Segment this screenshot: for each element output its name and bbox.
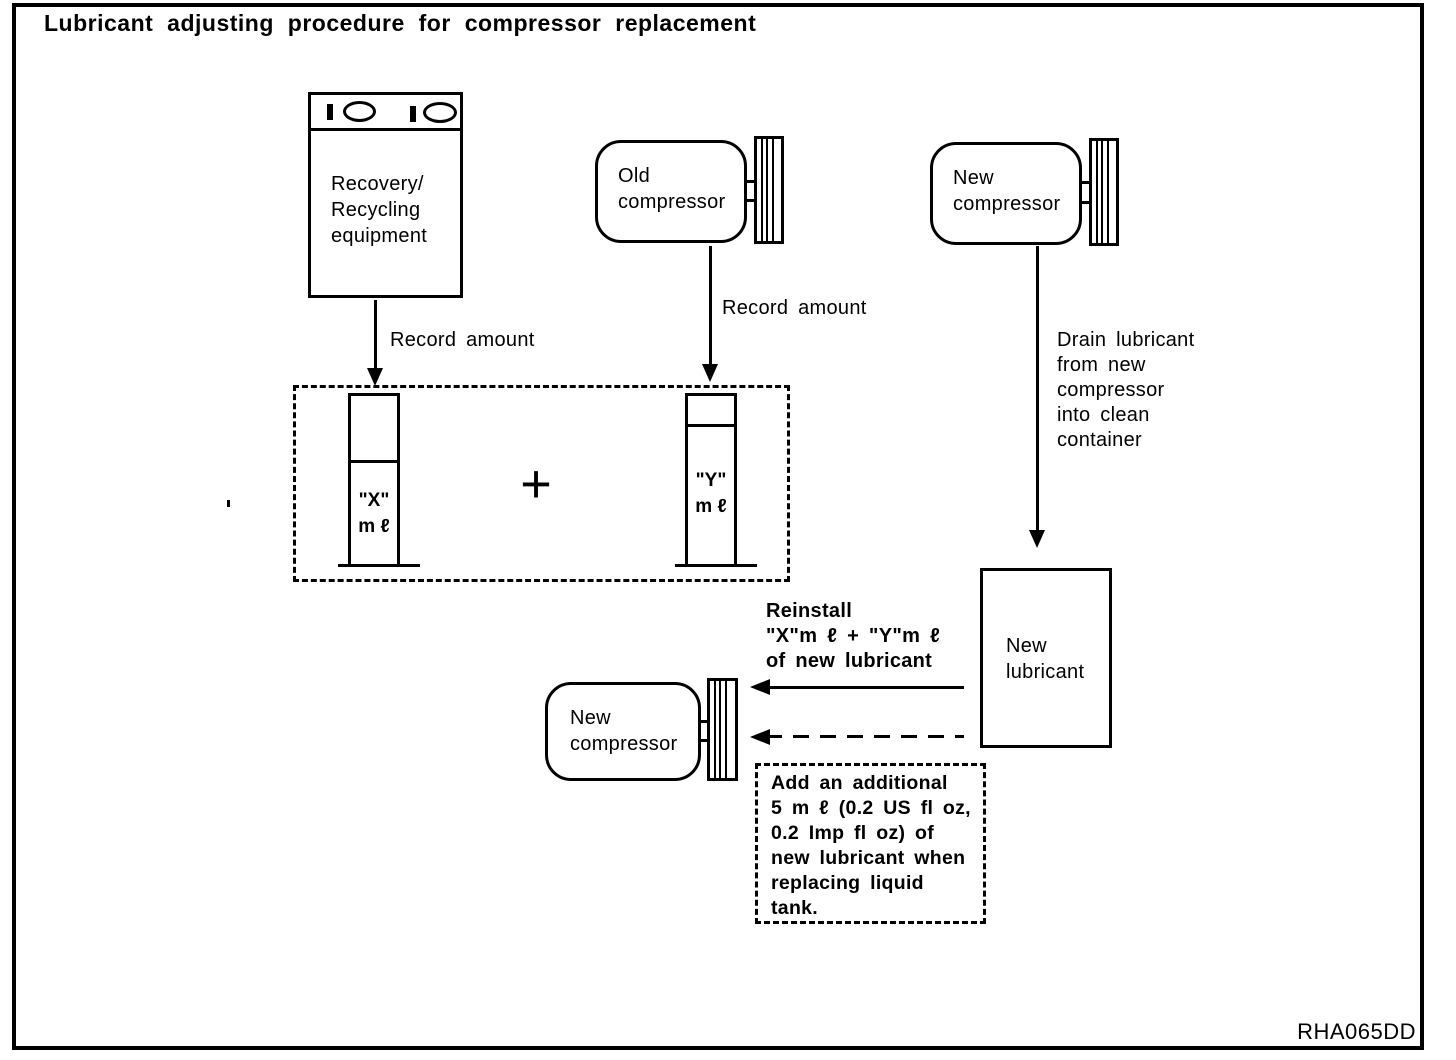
record-arrow-left-head bbox=[367, 368, 383, 386]
recovery-equipment-box: Recovery/ Recycling equipment bbox=[308, 92, 463, 298]
drain-label: Drain lubricant from new compressor into… bbox=[1057, 329, 1195, 451]
pulley-rib bbox=[1101, 141, 1103, 243]
drain-arrow-head bbox=[1029, 530, 1045, 548]
additional-arrow-line bbox=[766, 735, 964, 738]
pulley-rib bbox=[719, 681, 721, 778]
cylinder-y: "Y" m ℓ bbox=[685, 393, 737, 565]
indicator-icon bbox=[327, 104, 333, 120]
old-compressor-box: Old compressor bbox=[595, 140, 747, 243]
new-compressor-bottom-label: New compressor bbox=[570, 707, 678, 755]
pulley-rib bbox=[1096, 141, 1098, 243]
cylinder-y-label: "Y" m ℓ bbox=[695, 470, 727, 517]
additional-note-box: Add an additional 5 m ℓ (0.2 US fl oz, 0… bbox=[755, 763, 986, 924]
pulley-rib bbox=[1107, 141, 1109, 243]
new-compressor-top-label: New compressor bbox=[953, 167, 1061, 215]
pulley-rib bbox=[761, 139, 763, 241]
pulley-icon bbox=[707, 678, 738, 781]
gauge-icon bbox=[343, 101, 376, 122]
scan-speck bbox=[227, 500, 230, 507]
cylinder-x-label: "X" m ℓ bbox=[358, 490, 390, 537]
page-border bbox=[12, 3, 1424, 1050]
page-title: Lubricant adjusting procedure for compre… bbox=[44, 10, 757, 36]
pulley-rib bbox=[772, 139, 774, 241]
record-amount-left-label: Record amount bbox=[390, 329, 535, 351]
gauge-panel bbox=[308, 92, 463, 131]
record-arrow-left-line bbox=[374, 300, 377, 370]
gauge-icon bbox=[423, 102, 457, 123]
reinstall-arrow-head bbox=[750, 679, 770, 695]
connector-line bbox=[745, 199, 756, 202]
old-compressor-label: Old compressor bbox=[618, 165, 726, 213]
additional-note-label: Add an additional 5 m ℓ (0.2 US fl oz, 0… bbox=[771, 772, 971, 919]
connector-line bbox=[1080, 181, 1091, 184]
reinstall-arrow-line bbox=[764, 686, 964, 689]
new-lubricant-box: New lubricant bbox=[980, 568, 1112, 748]
new-lubricant-label: New lubricant bbox=[1006, 635, 1085, 683]
drain-arrow-line bbox=[1036, 246, 1039, 532]
cylinder-x-base bbox=[338, 564, 420, 567]
record-arrow-right-head bbox=[702, 364, 718, 382]
connector-line bbox=[745, 180, 756, 183]
fill-level-line bbox=[688, 424, 734, 427]
indicator-icon bbox=[410, 106, 416, 122]
connector-line bbox=[699, 739, 709, 742]
pulley-rib bbox=[725, 681, 727, 778]
fill-level-line bbox=[351, 460, 397, 463]
record-arrow-right-line bbox=[709, 246, 712, 366]
cylinder-y-base bbox=[675, 564, 757, 567]
reinstall-label: Reinstall "X"m ℓ + "Y"m ℓ of new lubrica… bbox=[766, 600, 941, 672]
new-compressor-top-box: New compressor bbox=[930, 142, 1082, 245]
cylinder-x: "X" m ℓ bbox=[348, 393, 400, 565]
record-amount-right-label: Record amount bbox=[722, 297, 867, 319]
pulley-icon bbox=[1089, 138, 1119, 246]
figure-code: RHA065DD bbox=[1297, 1019, 1416, 1044]
pulley-rib bbox=[766, 139, 768, 241]
pulley-icon bbox=[754, 136, 784, 244]
recovery-equipment-label: Recovery/ Recycling equipment bbox=[331, 173, 428, 247]
pulley-rib bbox=[714, 681, 716, 778]
connector-line bbox=[699, 720, 709, 723]
additional-arrow-head bbox=[750, 729, 770, 745]
plus-sign: + bbox=[520, 454, 552, 514]
connector-line bbox=[1080, 201, 1091, 204]
new-compressor-bottom-box: New compressor bbox=[545, 682, 701, 781]
